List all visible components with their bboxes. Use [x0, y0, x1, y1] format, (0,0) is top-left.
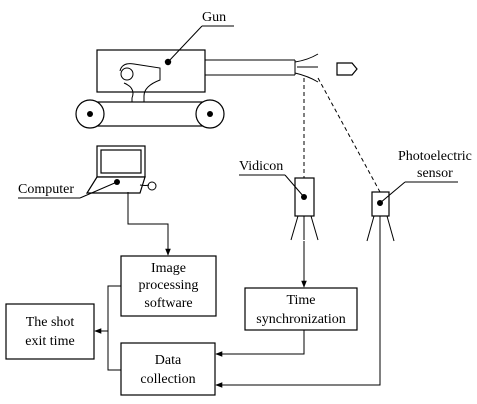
- sensor-sightline: [317, 77, 381, 193]
- gun-icon: [75, 49, 319, 129]
- shot-exit-line2: exit time: [25, 334, 74, 349]
- sensor-icon: [366, 191, 395, 242]
- photoelectric-label-line2: sensor: [417, 166, 453, 181]
- image-processing-line2: processing: [139, 278, 199, 293]
- shot-exit-line1: The shot: [26, 315, 75, 330]
- image-processing-line1: Image: [151, 261, 186, 276]
- time-sync-box: Time synchronization: [244, 287, 358, 331]
- shot-exit-box: The shot exit time: [5, 303, 95, 360]
- time-sync-line1: Time: [286, 293, 315, 308]
- photoelectric-label-line1: Photoelectric: [398, 149, 472, 164]
- gun-leader: [167, 25, 203, 63]
- image-processing-line3: software: [144, 296, 192, 311]
- timesync-to-datacollection-arrow: [215, 330, 305, 357]
- data-collection-line1: Data: [155, 353, 182, 368]
- image-processing-box: Image processing software: [120, 255, 217, 317]
- computer-to-image-arrow: [127, 192, 171, 256]
- computer-label: Computer: [18, 182, 74, 197]
- gun-label: Gun: [202, 10, 226, 25]
- computer-leader: [79, 181, 118, 199]
- data-collection-box: Data collection: [120, 342, 216, 396]
- merge-bracket: [107, 285, 121, 371]
- vidicon-leader: [284, 174, 305, 198]
- data-collection-line2: collection: [140, 372, 195, 387]
- projectile-icon: [336, 62, 358, 76]
- time-sync-line2: synchronization: [256, 312, 345, 327]
- sensor-to-datacollection-arrow: [215, 241, 381, 388]
- vidicon-label: Vidicon: [239, 159, 283, 174]
- laptop-icon: [85, 145, 157, 194]
- photoelectric-leader: [379, 181, 406, 204]
